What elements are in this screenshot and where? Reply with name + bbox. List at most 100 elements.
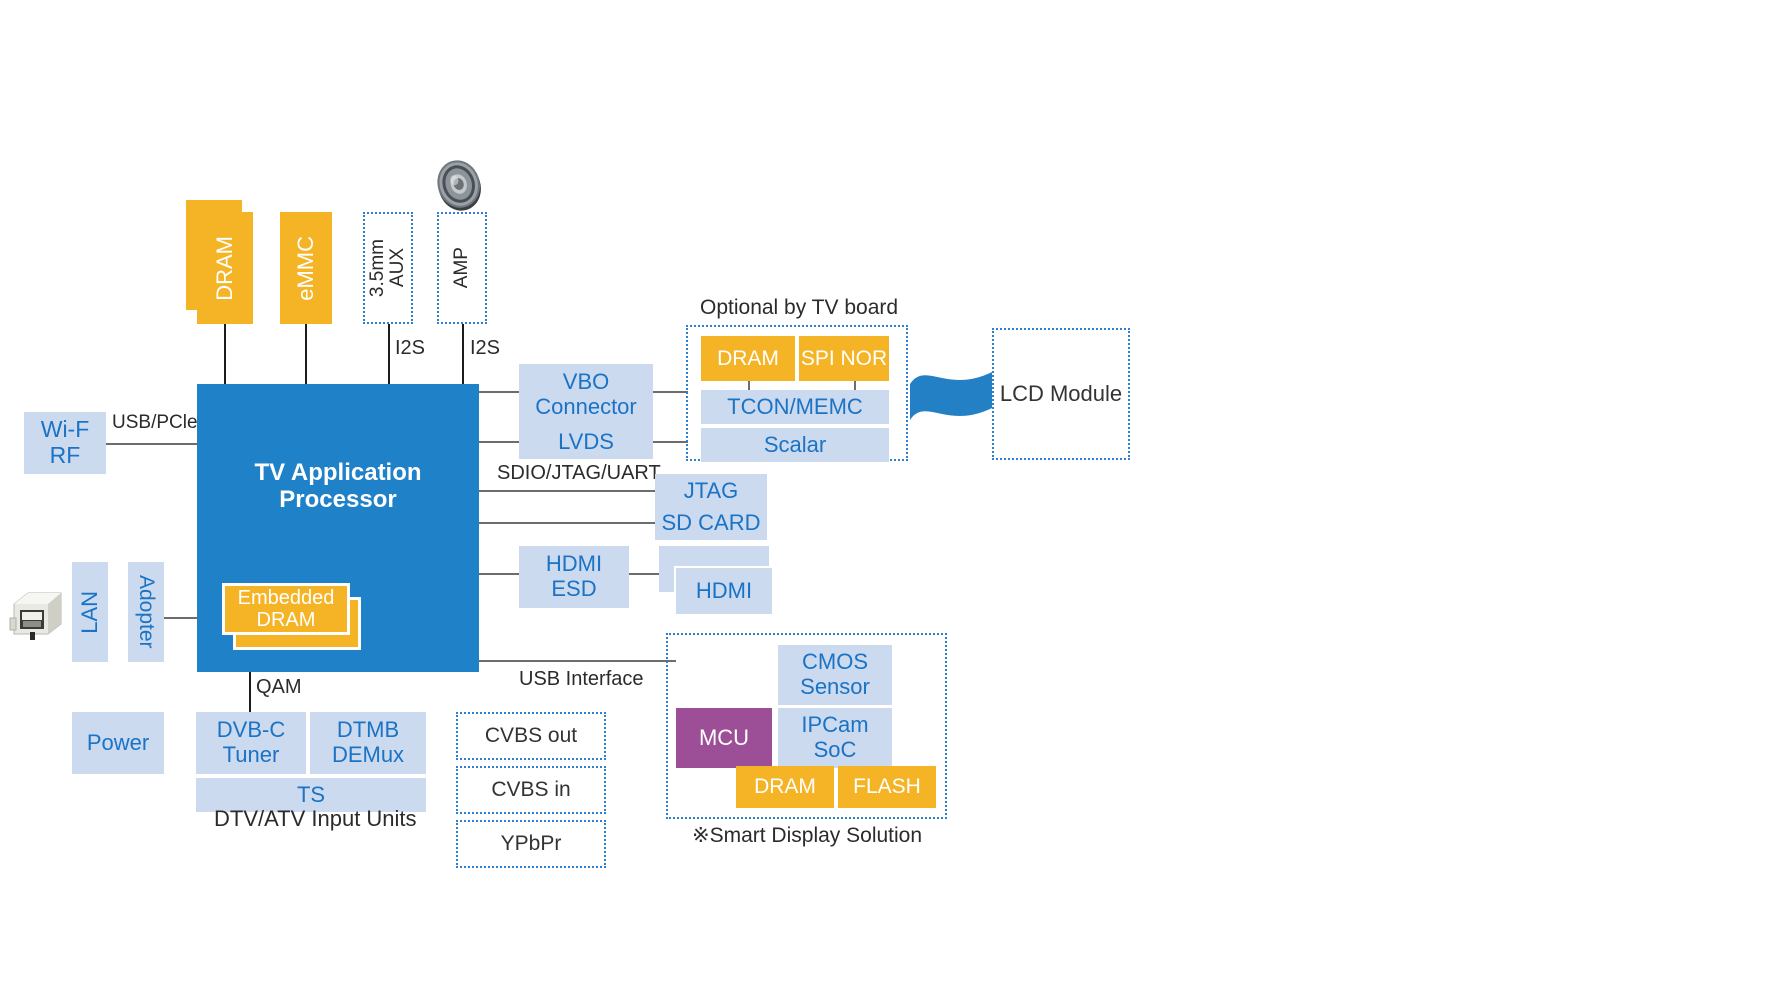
optional-tv-board-caption: Optional by TV board [700, 296, 899, 319]
dvbc-tuner-block[interactable]: DVB-C Tuner [196, 712, 306, 774]
usb-interface-label: USB Interface [519, 668, 644, 690]
spi-nor-block[interactable]: SPI NOR [799, 336, 889, 381]
tv-board-dram-connector [748, 381, 750, 391]
ts-block[interactable]: TS [196, 778, 426, 812]
wifi-connector [106, 443, 198, 445]
aux-label-group: 3.5mm AUX [367, 238, 408, 298]
cvbs-out-label: CVBS out [484, 724, 578, 748]
wifi-rf-block[interactable]: Wi-F RF [24, 412, 106, 474]
vbo-connector-line [479, 391, 519, 393]
processor-label-line2: Processor [279, 485, 397, 513]
smart-display-dram-block[interactable]: DRAM [736, 766, 834, 808]
flex-cable-icon [908, 362, 998, 432]
dram-block[interactable]: DRAM [197, 212, 253, 324]
amp-connector [462, 324, 464, 384]
ypbpr-block[interactable]: YPbPr [456, 820, 606, 868]
lan-block[interactable]: LAN [72, 562, 108, 662]
i2s-amp-label: I2S [470, 337, 501, 359]
ypbpr-label: YPbPr [500, 832, 562, 856]
sd-card-label: SD CARD [661, 509, 761, 535]
emmc-connector [305, 324, 307, 384]
aux-label-line1: 3.5mm [367, 238, 389, 298]
tcon-memc-label: TCON/MEMC [727, 393, 863, 419]
speaker-icon [430, 155, 488, 215]
embedded-dram-line2: DRAM [256, 609, 316, 631]
mcu-block[interactable]: MCU [676, 708, 772, 768]
smart-display-group [666, 633, 947, 819]
sdio-jtag-uart-label: SDIO/JTAG/UART [497, 462, 661, 484]
hdmi-esd-line2: ESD [551, 576, 597, 601]
cvbs-in-block[interactable]: CVBS in [456, 766, 606, 814]
embedded-dram-line1: Embedded [237, 586, 335, 609]
embedded-dram-block[interactable]: Embedded DRAM [222, 583, 350, 635]
dtmb-line2: DEMux [331, 742, 405, 767]
qam-connector [249, 672, 251, 714]
aux-jack-block[interactable]: 3.5mm AUX [363, 212, 413, 324]
amp-block[interactable]: AMP [437, 212, 487, 324]
hdmi-esd-block[interactable]: HDMI ESD [519, 546, 629, 608]
dtv-atv-caption: DTV/ATV Input Units [214, 806, 417, 831]
cmos-line1: CMOS [802, 649, 868, 675]
smart-display-caption: ※Smart Display Solution [692, 824, 923, 847]
processor-label-line1: TV Application [254, 459, 422, 486]
smart-display-dram-label: DRAM [754, 775, 816, 799]
rj45-jack-icon [8, 588, 64, 640]
hdmi-connector-line [629, 573, 659, 575]
jtag-block[interactable]: JTAG [655, 474, 767, 508]
tcon-memc-block[interactable]: TCON/MEMC [701, 390, 889, 424]
lvds-label: LVDS [558, 428, 614, 454]
cmos-line2: Sensor [800, 674, 870, 699]
smart-display-flash-block[interactable]: FLASH [838, 766, 936, 808]
scalar-label: Scalar [763, 431, 827, 457]
adopter-label: Adopter [134, 575, 158, 649]
hdmi-block[interactable]: HDMI [674, 566, 774, 616]
tv-board-dram-block[interactable]: DRAM [701, 336, 795, 381]
amp-label: AMP [451, 247, 473, 289]
dvbc-line1: DVB-C [216, 717, 286, 743]
vbo-connector-block[interactable]: VBO Connector [519, 364, 653, 426]
spi-nor-label: SPI NOR [800, 346, 888, 370]
hdmi-esd-line1: HDMI [545, 551, 603, 577]
wifi-label-line1: Wi-F [40, 416, 90, 443]
dram-connector [224, 324, 226, 384]
cvbs-out-block[interactable]: CVBS out [456, 712, 606, 760]
wifi-label-line2: RF [49, 442, 81, 468]
jtag-connector-line [479, 490, 655, 492]
dtmb-demux-block[interactable]: DTMB DEMux [310, 712, 426, 774]
lvds-connector-line [479, 441, 519, 443]
emmc-block[interactable]: eMMC [280, 212, 332, 324]
lvds-to-board-line [653, 441, 688, 443]
lcd-module-label: LCD Module [999, 380, 1123, 406]
ipcam-soc-block[interactable]: IPCam SoC [778, 708, 892, 768]
emmc-label: eMMC [292, 235, 318, 301]
smart-display-flash-label: FLASH [853, 775, 921, 799]
aux-label-line2: AUX [387, 248, 408, 288]
ipcam-line2: SoC [813, 737, 857, 762]
cmos-sensor-block[interactable]: CMOS Sensor [778, 645, 892, 705]
scalar-block[interactable]: Scalar [701, 428, 889, 462]
dvbc-line2: Tuner [222, 742, 280, 767]
vbo-to-board-line [653, 391, 688, 393]
usb-interface-line [479, 660, 676, 662]
hdmi-esd-connector-line [479, 573, 519, 575]
vbo-line2: Connector [535, 394, 637, 419]
ts-label: TS [296, 781, 326, 807]
i2s-aux-label: I2S [395, 337, 426, 359]
adopter-block[interactable]: Adopter [128, 562, 164, 662]
power-label: Power [86, 729, 150, 755]
lvds-block[interactable]: LVDS [519, 425, 653, 459]
dtmb-line1: DTMB [336, 717, 400, 743]
vbo-line1: VBO [562, 369, 610, 395]
cvbs-in-label: CVBS in [491, 778, 571, 802]
power-block[interactable]: Power [72, 712, 164, 774]
adopter-connector [164, 617, 198, 619]
sd-card-block[interactable]: SD CARD [655, 506, 767, 540]
aux-connector [388, 324, 390, 384]
dram-label: DRAM [211, 235, 237, 301]
mcu-label: MCU [698, 724, 750, 750]
ipcam-line1: IPCam [801, 712, 869, 738]
lcd-module-block[interactable]: LCD Module [992, 328, 1130, 460]
qam-label: QAM [256, 676, 302, 698]
sdcard-connector-line [479, 522, 655, 524]
